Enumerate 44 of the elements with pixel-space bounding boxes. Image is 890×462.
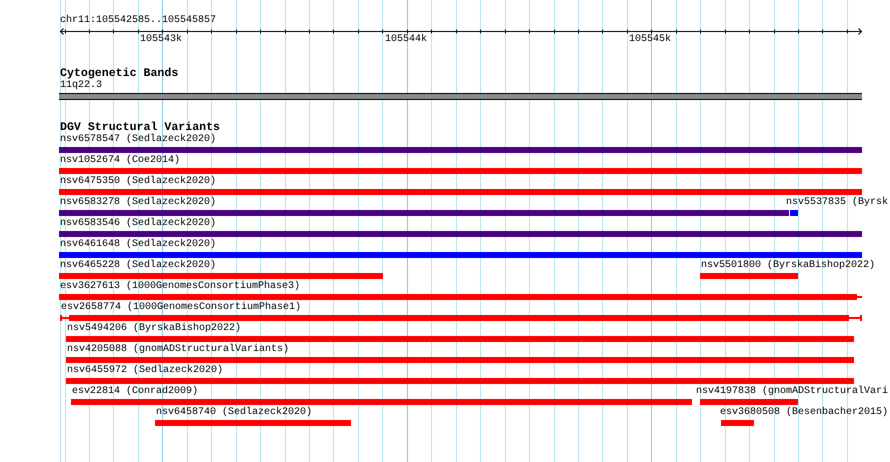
feature-label: nsv4205088 (gnomADStructuralVariants): [67, 344, 290, 356]
tick-label: 105543k: [140, 34, 182, 46]
feature-label: nsv5501800 (ByrskaBishop2022): [701, 260, 876, 272]
variant-bar: [721, 420, 754, 426]
feature-label: nsv6455972 (Sedlazeck2020): [67, 364, 224, 376]
feature-label: nsv6578547 (Sedlazeck2020): [60, 134, 216, 146]
location-label: chr11:105542585..105545857: [60, 15, 216, 27]
variant-bar: [700, 273, 798, 279]
feature-label: nsv6465228 (Sedlazeck2020): [60, 260, 216, 272]
variant-bar: [59, 147, 862, 153]
chromosome-band: [59, 93, 862, 100]
variant-bar: [59, 273, 383, 279]
track-heading: DGV Structural Variants: [60, 121, 220, 134]
feature-label: nsv6461648 (Sedlazeck2020): [60, 238, 216, 250]
variant-bar: [59, 252, 862, 258]
variant-bar: [60, 315, 862, 321]
variant-bar: [700, 399, 798, 405]
variant-bar: [66, 336, 854, 342]
tick-label: 105545k: [628, 34, 671, 46]
feature-label: nsv6475350 (Sedlazeck2020): [60, 176, 216, 188]
variant-bar: [66, 357, 854, 363]
feature-label: nsv6583278 (Sedlazeck2020): [60, 196, 216, 208]
feature-label: esv22814 (Conrad2009): [72, 386, 198, 398]
feature-label: esv3627613 (1000GenomesConsortiumPhase3): [60, 280, 300, 292]
variant-bar: [59, 189, 862, 195]
variant-bar: [66, 378, 854, 384]
variant-bar: [790, 210, 798, 216]
feature-label: nsv6583546 (Sedlazeck2020): [60, 218, 216, 230]
variant-bar: [59, 294, 862, 300]
variant-bar: [59, 168, 862, 174]
variant-bar: [71, 399, 692, 405]
band-label: 11q22.3: [60, 80, 102, 92]
feature-label: nsv4197838 (gnomADStructuralVari: [696, 386, 888, 398]
feature-label: nsv5494206 (ByrskaBishop2022): [67, 322, 242, 334]
tick-label: 105544k: [384, 34, 427, 46]
feature-label: nsv1052674 (Coe2014): [60, 154, 180, 166]
track-heading: Cytogenetic Bands: [60, 67, 178, 80]
feature-label: esv2658774 (1000GenomesConsortiumPhase1): [61, 302, 302, 314]
feature-label: nsv6458740 (Sedlazeck2020): [156, 406, 312, 418]
variant-bar: [59, 210, 789, 216]
variant-bar: [59, 231, 862, 237]
feature-label: nsv5537835 (Byrsk: [786, 196, 888, 208]
variant-bar: [155, 420, 351, 426]
feature-label: esv3680508 (Besenbacher2015): [720, 406, 888, 418]
